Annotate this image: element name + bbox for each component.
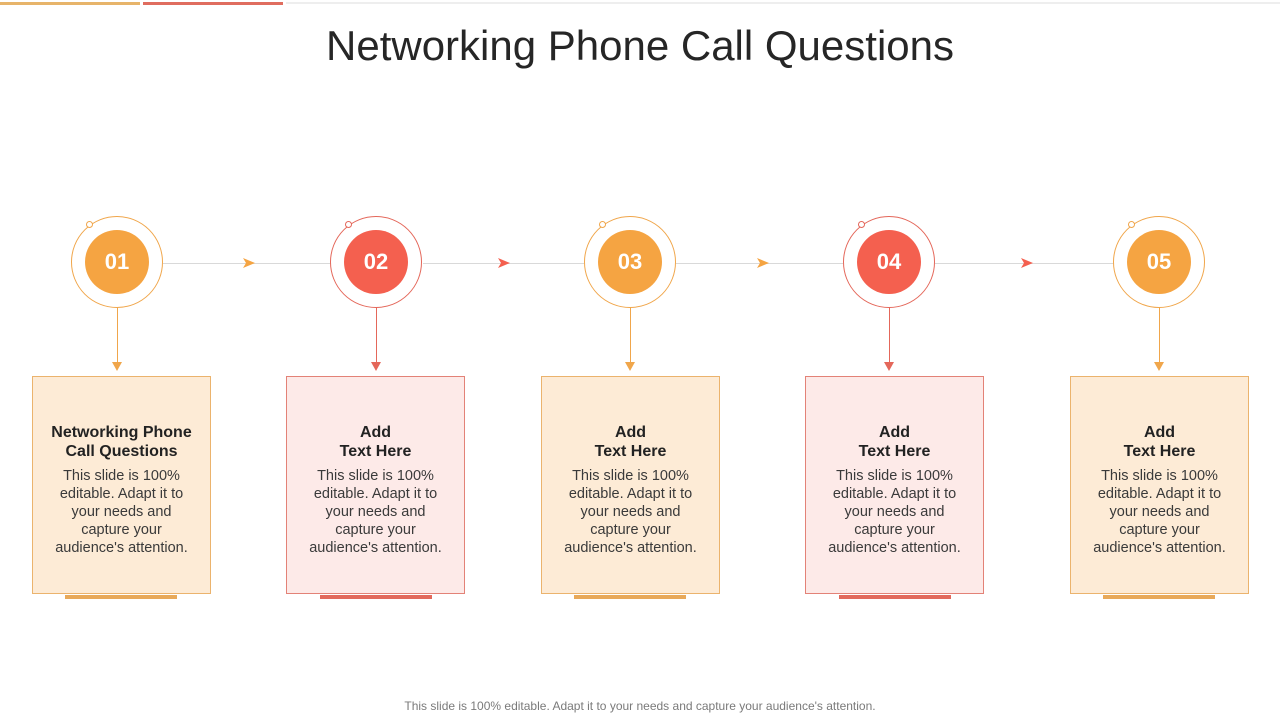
step-number-badge: 01 xyxy=(85,230,149,294)
arrow-down-icon xyxy=(884,362,894,371)
footer-note: This slide is 100% editable. Adapt it to… xyxy=(404,699,876,713)
step-number-badge: 04 xyxy=(857,230,921,294)
arrow-right-icon xyxy=(243,258,255,268)
card-title-line: Networking Phone xyxy=(51,424,192,441)
step-number-badge: 05 xyxy=(1127,230,1191,294)
card-underline xyxy=(574,595,686,599)
step-number-ring: 03 xyxy=(584,216,676,308)
ring-dot xyxy=(345,221,352,228)
step-3-down-line xyxy=(630,307,631,365)
arrow-right-icon xyxy=(498,258,510,268)
card-underline xyxy=(65,595,177,599)
ring-dot xyxy=(86,221,93,228)
step-2-down-line xyxy=(376,307,377,365)
ring-dot xyxy=(599,221,606,228)
card-underline xyxy=(1103,595,1215,599)
arrow-down-icon xyxy=(112,362,122,371)
card-title: Add Text Here xyxy=(816,423,973,461)
card-body: This slide is 100% editable. Adapt it to… xyxy=(309,468,442,556)
step-4-down-line xyxy=(889,307,890,365)
step-number-ring: 05 xyxy=(1113,216,1205,308)
step-card: Add Text Here This slide is 100% editabl… xyxy=(805,376,984,594)
step-number-badge: 02 xyxy=(344,230,408,294)
card-underline xyxy=(839,595,951,599)
step-number-badge: 03 xyxy=(598,230,662,294)
card-title-line: Text Here xyxy=(1123,443,1196,460)
card-body: This slide is 100% editable. Adapt it to… xyxy=(55,468,188,556)
card-title-line: Add xyxy=(1143,424,1176,441)
card-title-line: Text Here xyxy=(339,443,412,460)
arrow-down-icon xyxy=(371,362,381,371)
top-accent-bar-orange xyxy=(0,2,140,5)
top-accent-bar-gray xyxy=(286,2,1280,4)
top-accent-bar-red xyxy=(143,2,283,5)
step-5-down-line xyxy=(1159,307,1160,365)
ring-dot xyxy=(1128,221,1135,228)
card-title: Add Text Here xyxy=(1081,423,1238,461)
card-title: Networking Phone Call Questions xyxy=(43,423,200,461)
step-card: Networking Phone Call Questions This sli… xyxy=(32,376,211,594)
arrow-down-icon xyxy=(1154,362,1164,371)
card-underline xyxy=(320,595,432,599)
card-title-line: Add xyxy=(878,424,911,441)
card-title-line: Text Here xyxy=(594,443,667,460)
card-body: This slide is 100% editable. Adapt it to… xyxy=(564,468,697,556)
card-title-line: Add xyxy=(614,424,647,441)
step-1-down-line xyxy=(117,307,118,365)
slide-title: Networking Phone Call Questions xyxy=(326,22,954,69)
step-card: Add Text Here This slide is 100% editabl… xyxy=(1070,376,1249,594)
step-card: Add Text Here This slide is 100% editabl… xyxy=(286,376,465,594)
step-number-ring: 04 xyxy=(843,216,935,308)
connector-line-3-4 xyxy=(676,263,843,264)
card-title-line: Text Here xyxy=(858,443,931,460)
ring-dot xyxy=(858,221,865,228)
card-title-line: Add xyxy=(359,424,392,441)
card-title: Add Text Here xyxy=(297,423,454,461)
arrow-down-icon xyxy=(625,362,635,371)
card-title: Add Text Here xyxy=(552,423,709,461)
step-number-ring: 02 xyxy=(330,216,422,308)
step-card: Add Text Here This slide is 100% editabl… xyxy=(541,376,720,594)
arrow-right-icon xyxy=(757,258,769,268)
card-body: This slide is 100% editable. Adapt it to… xyxy=(1093,468,1226,556)
card-body: This slide is 100% editable. Adapt it to… xyxy=(828,468,961,556)
arrow-right-icon xyxy=(1021,258,1033,268)
step-number-ring: 01 xyxy=(71,216,163,308)
card-title-line: Call Questions xyxy=(65,443,178,460)
